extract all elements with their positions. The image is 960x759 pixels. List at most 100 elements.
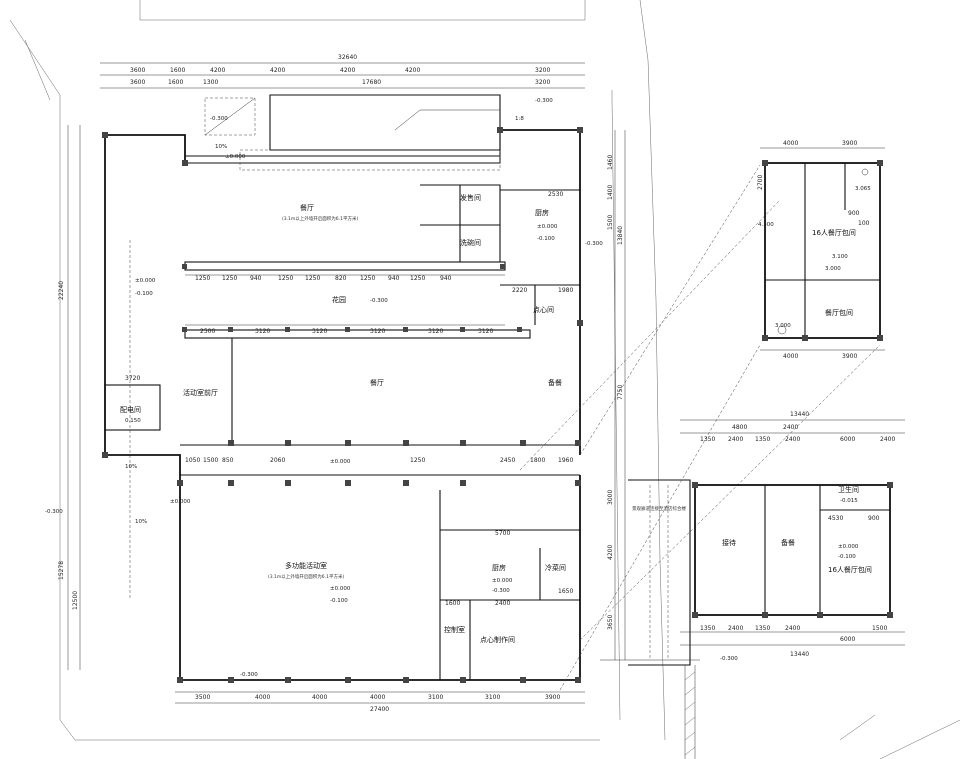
dim-mid-2: 1500 bbox=[203, 457, 218, 464]
level-garden: -0.300 bbox=[370, 298, 388, 304]
dim-detail-small-1: 900 bbox=[848, 210, 860, 217]
dim-right-mid-2: 2400 bbox=[783, 424, 798, 431]
left-dimensions: 22240 15278 12500 bbox=[58, 125, 81, 670]
dim-detail-top-1: 4000 bbox=[783, 140, 798, 147]
dim-top2-1: 3600 bbox=[130, 79, 145, 86]
room-garden: 花园 bbox=[332, 295, 346, 304]
dim-left-total2: 15278 bbox=[58, 561, 65, 580]
dim-top-5: 4200 bbox=[340, 67, 355, 74]
room-multi-note: (3.1m以上外墙开启面积为6.1平方米) bbox=[268, 573, 344, 580]
level-detail-b: 3.000 bbox=[825, 266, 841, 272]
level-kitchen-top: ±0.000 bbox=[537, 224, 558, 230]
dim-top2-2: 1600 bbox=[168, 79, 183, 86]
level-left-outside: -0.300 bbox=[45, 509, 63, 515]
top-dimensions: 32640 3600 1600 4200 4200 4200 4200 3200… bbox=[100, 54, 585, 89]
level-right-toilet: -0.015 bbox=[840, 498, 858, 504]
garden-columns bbox=[182, 264, 522, 332]
dim-garden-10: 940 bbox=[440, 275, 452, 282]
site-boundary bbox=[9, 0, 960, 759]
level-kitchen-low: ±0.000 bbox=[492, 578, 513, 584]
right-private-block: 13440 4800 2400 1350 2400 1350 2400 6000… bbox=[680, 411, 905, 662]
dim-vr-8: 3000 bbox=[607, 490, 614, 505]
dim-top2-3: 1300 bbox=[203, 79, 218, 86]
room-detail-16: 16人餐厅包间 bbox=[812, 228, 856, 237]
level-right-a: -0.300 bbox=[585, 241, 603, 247]
dim-garden-3: 940 bbox=[250, 275, 262, 282]
dim-garden-5: 1250 bbox=[305, 275, 320, 282]
connector-note: 景观廊道连接至酒店综合楼 bbox=[632, 505, 686, 512]
middle-wall: 1050 1500 850 2060 1250 2450 1800 1960 ±… bbox=[45, 440, 581, 525]
dim-kitchen-a: 2530 bbox=[548, 191, 563, 198]
dim-bottom-1: 3500 bbox=[195, 694, 210, 701]
bottom-dimensions: 3500 4000 4000 4000 3100 3100 3900 27400… bbox=[175, 672, 585, 713]
level-top-entry: ±0.000 bbox=[225, 154, 246, 160]
dim-left-multi: 12500 bbox=[72, 591, 79, 610]
dim-detail-bot-2: 3900 bbox=[842, 353, 857, 360]
dim-bottom-6: 3100 bbox=[485, 694, 500, 701]
dim-garden-7: 1250 bbox=[360, 275, 375, 282]
dim-bottom-total: 27400 bbox=[370, 706, 389, 713]
room-multi: 多功能活动室 bbox=[285, 561, 327, 570]
dim-vr-6: 4200 bbox=[607, 545, 614, 560]
dim-mid-6: 2450 bbox=[500, 457, 515, 464]
level-mid: ±0.000 bbox=[330, 459, 351, 465]
dim-right-bot-4: 2400 bbox=[785, 625, 800, 632]
dim-low-a: 5700 bbox=[495, 530, 510, 537]
room-kitchen-top: 厨房 bbox=[535, 208, 549, 217]
garden-courtyard: 花园 -0.300 1250 1250 940 1250 1250 820 12… bbox=[184, 261, 531, 339]
room-dining-main-note: (3.1m以上外墙开启面积为6.1平方米) bbox=[282, 215, 358, 222]
dim-right-top-6: 2400 bbox=[880, 436, 895, 443]
dim-right-top-3: 1350 bbox=[755, 436, 770, 443]
power-room: 配电间 0.150 3720 bbox=[104, 375, 161, 431]
left-columns bbox=[102, 127, 583, 458]
room-control: 控制室 bbox=[444, 625, 465, 634]
dim-low-b: 2400 bbox=[495, 600, 510, 607]
dim-kitchen-b: 2220 bbox=[512, 287, 527, 294]
dim-mid-1: 1050 bbox=[185, 457, 200, 464]
dim-garden2-2: 3120 bbox=[255, 328, 270, 335]
dim-right-bot-3: 1350 bbox=[755, 625, 770, 632]
dim-right-mid-1: 4800 bbox=[732, 424, 747, 431]
dim-garden-8: 940 bbox=[388, 275, 400, 282]
dim-kitchen-c: 1980 bbox=[558, 287, 573, 294]
level-detail-e: 4.300 bbox=[758, 222, 774, 228]
dim-top-6: 4200 bbox=[405, 67, 420, 74]
dim-right-bot-total: 13440 bbox=[790, 651, 809, 658]
dim-right-bot-1: 1350 bbox=[700, 625, 715, 632]
level-top-left: -0.300 bbox=[210, 116, 228, 122]
dim-mid-3: 850 bbox=[222, 457, 234, 464]
dim-left-total: 22240 bbox=[58, 281, 65, 300]
room-pastry-making: 点心制作间 bbox=[480, 635, 515, 644]
level-multi-b: -0.100 bbox=[330, 598, 348, 604]
room-dining-main: 餐厅 bbox=[300, 203, 314, 212]
room-dining-center: 餐厅 bbox=[370, 378, 384, 387]
dim-garden2-3: 3120 bbox=[312, 328, 327, 335]
room-pastry: 点心间 bbox=[533, 306, 554, 314]
dim-detail-small-2: 100 bbox=[858, 220, 870, 227]
room-cold: 冷菜间 bbox=[545, 563, 566, 572]
dim-mid-5: 1250 bbox=[410, 457, 425, 464]
room-power: 配电间 bbox=[120, 405, 141, 414]
room-right-toilet: 卫生间 bbox=[838, 485, 859, 494]
dim-mid-8: 1960 bbox=[558, 457, 573, 464]
dim-bottom-5: 3100 bbox=[428, 694, 443, 701]
dim-garden2-6: 3120 bbox=[478, 328, 493, 335]
dim-garden-9: 1250 bbox=[410, 275, 425, 282]
detail-private-room: 4000 3900 4000 3900 2700 16人餐厅包间 餐厅包间 3.… bbox=[757, 140, 885, 360]
dim-low-c: 1650 bbox=[558, 588, 573, 595]
level-multi: ±0.000 bbox=[330, 586, 351, 592]
dim-low-d: 1600 bbox=[445, 600, 460, 607]
dim-right-top-5: 6000 bbox=[840, 436, 855, 443]
dim-top-1: 3600 bbox=[130, 67, 145, 74]
slope-top: 10% bbox=[215, 144, 227, 150]
room-transfer: 洗碗间 bbox=[460, 238, 481, 247]
level-power: 0.150 bbox=[125, 418, 141, 424]
level-detail-a: 3.100 bbox=[832, 254, 848, 260]
dim-bottom-2: 4000 bbox=[255, 694, 270, 701]
dim-total-top: 32640 bbox=[338, 54, 357, 61]
dim-top-2: 1600 bbox=[170, 67, 185, 74]
dim-top2-5: 3200 bbox=[535, 79, 550, 86]
room-detail-private: 餐厅包间 bbox=[825, 308, 853, 317]
dim-right-side-a: 4530 bbox=[828, 515, 843, 522]
